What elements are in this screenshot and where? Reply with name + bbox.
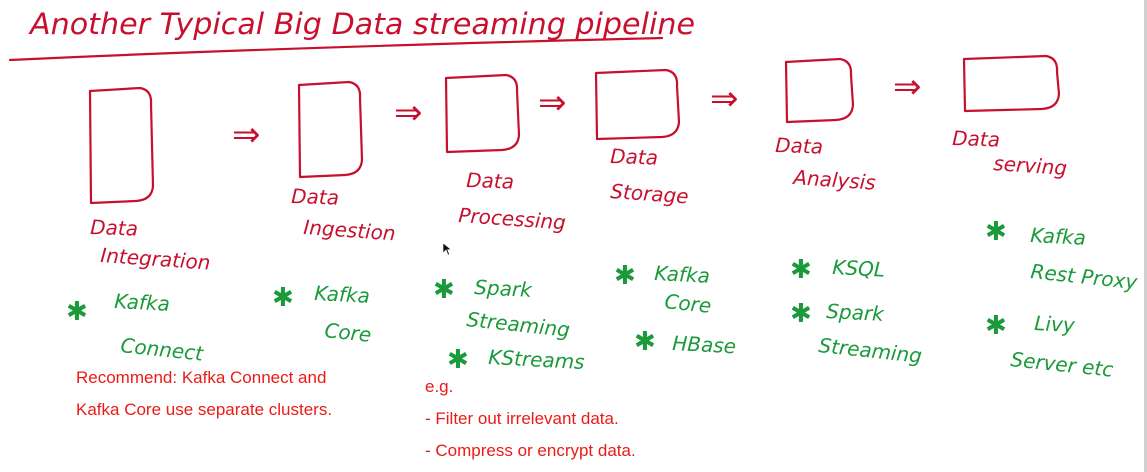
asterisk-icon: ✱ (272, 283, 294, 313)
tool-item: ✱ KSQL (790, 255, 886, 285)
asterisk-icon: ✱ (447, 345, 469, 375)
mouse-cursor-icon (442, 242, 452, 256)
stage-label: Processing (458, 203, 567, 234)
stage-label: Data (775, 133, 824, 159)
tool-label: Spark (474, 275, 534, 302)
stage-label: Ingestion (303, 215, 397, 245)
stage-label: Data (90, 215, 139, 241)
tool-label: Server etc (1009, 347, 1114, 382)
tool-label: KSQL (832, 255, 886, 282)
double-arrow-icon: ⇒ (710, 79, 739, 119)
stage-box (784, 57, 855, 124)
diagram-title: Another Typical Big Data streaming pipel… (28, 7, 695, 41)
tool-label: Streaming (465, 307, 571, 342)
tool-label: Core (663, 289, 712, 318)
tool-label: Streaming (817, 333, 923, 368)
stage-label: Data (610, 144, 659, 170)
example-line: - Compress or encrypt data. (425, 441, 636, 460)
stage-box (962, 54, 1061, 113)
tool-label: Spark (826, 299, 886, 326)
tool-label: Core (323, 318, 372, 347)
stage-box (594, 68, 681, 141)
tool-label: Livy (1034, 311, 1077, 337)
asterisk-icon: ✱ (790, 299, 812, 329)
asterisk-icon: ✱ (66, 297, 88, 327)
example-note: e.g. - Filter out irrelevant data. - Com… (425, 371, 636, 467)
tool-label: Kafka (654, 261, 711, 288)
window-edge (1144, 0, 1147, 472)
tool-label: KStreams (488, 345, 585, 374)
asterisk-icon: ✱ (433, 275, 455, 305)
stage-label: Integration (100, 243, 212, 275)
tool-label: Rest Proxy (1029, 259, 1139, 294)
stage-box (444, 73, 521, 154)
tool-item: ✱ HBase (634, 327, 737, 358)
double-arrow-icon: ⇒ (538, 83, 567, 123)
stage-label: Data (952, 126, 1001, 152)
tool-label: Kafka (314, 281, 371, 308)
double-arrow-icon: ⇒ (394, 93, 423, 133)
tool-label: Kafka (1030, 223, 1087, 250)
tool-label: HBase (672, 331, 737, 358)
stage-label: serving (993, 151, 1068, 180)
asterisk-icon: ✱ (985, 217, 1007, 247)
stage-box (297, 80, 364, 179)
asterisk-icon: ✱ (790, 255, 812, 285)
recommendation-line: Recommend: Kafka Connect and (76, 368, 327, 387)
tool-label: Connect (119, 333, 205, 366)
stage-label: Analysis (791, 165, 877, 195)
title-underline (8, 36, 664, 62)
double-arrow-icon: ⇒ (232, 115, 261, 155)
asterisk-icon: ✱ (614, 261, 636, 291)
asterisk-icon: ✱ (634, 327, 656, 357)
stage-label: Storage (610, 179, 690, 208)
asterisk-icon: ✱ (985, 311, 1007, 341)
double-arrow-icon: ⇒ (893, 67, 922, 107)
stage-label: Data (291, 184, 340, 210)
tool-label: Kafka (114, 289, 171, 316)
example-line: e.g. (425, 377, 454, 396)
example-line: - Filter out irrelevant data. (425, 409, 619, 428)
tool-item: ✱ KStreams (447, 345, 585, 375)
recommendation-note: Recommend: Kafka Connect and Kafka Core … (76, 362, 332, 426)
stage-box (88, 86, 155, 205)
stage-label: Data (466, 168, 515, 194)
recommendation-line: Kafka Core use separate clusters. (76, 400, 333, 419)
